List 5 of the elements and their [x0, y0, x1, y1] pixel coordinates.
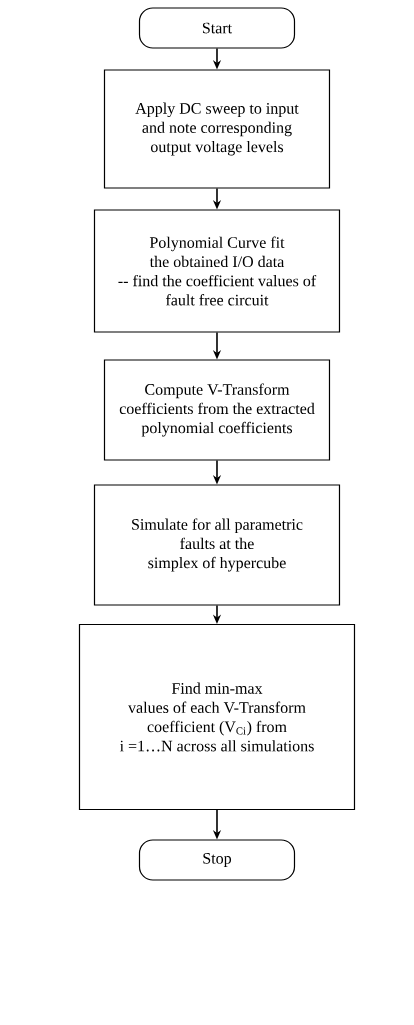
- process-box: Simulate for all parametric faults at the simplex of hypercube: [93, 484, 341, 606]
- process-box: Compute V-Transform coefficients from the extracted polynomial coefficients: [103, 359, 331, 461]
- process-box: Apply DC sweep to input and note corresponding output voltage levels: [103, 69, 331, 189]
- process-box: Polynomial Curve fit the obtained I/O data -- find the coefficient values of fault free circuit: [93, 209, 341, 333]
- process-box: Find min-max values of each V-Transform coefficient (V$_{Ci}$) from i =1…N across all simulations: [78, 623, 356, 811]
